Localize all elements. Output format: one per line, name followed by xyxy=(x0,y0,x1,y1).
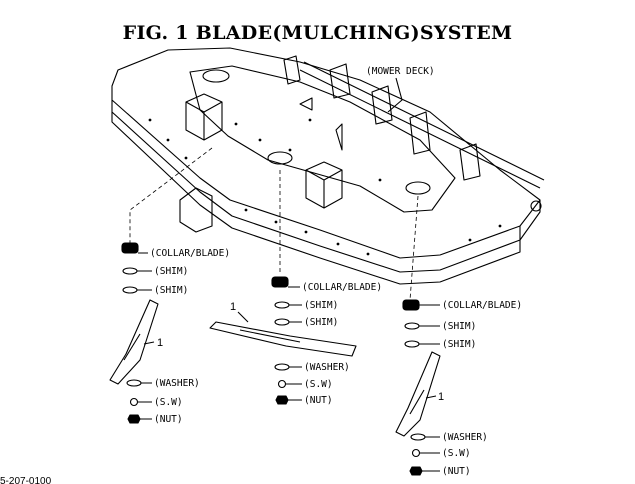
nut-label: (NUT) xyxy=(304,395,333,406)
blade-ref-number: 1 xyxy=(157,337,163,349)
mower-deck-label: (MOWER DECK) xyxy=(366,66,435,77)
collar-blade-label: (COLLAR/BLADE) xyxy=(302,282,382,293)
shim-label: (SHIM) xyxy=(154,266,188,277)
collar-blade-label: (COLLAR/BLADE) xyxy=(442,300,522,311)
assembly-1 xyxy=(109,242,159,424)
shim-label: (SHIM) xyxy=(304,300,338,311)
washer-label: (WASHER) xyxy=(154,378,200,389)
shim-label: (SHIM) xyxy=(442,321,476,332)
collar-blade-label: (COLLAR/BLADE) xyxy=(150,248,230,259)
nut-label: (NUT) xyxy=(442,466,471,477)
washer-label: (WASHER) xyxy=(442,432,488,443)
assembly-3 xyxy=(395,299,441,476)
shim-label: (SHIM) xyxy=(154,285,188,296)
assembly-2 xyxy=(209,276,357,405)
figure-title: FIG. 1 BLADE(MULCHING)SYSTEM xyxy=(122,22,513,44)
spring-washer-label: (S.W) xyxy=(154,397,183,408)
blade-ref-number: 1 xyxy=(438,391,444,403)
nut-label: (NUT) xyxy=(154,414,183,425)
footer-code: 5-207-0100 xyxy=(0,476,52,484)
blade-ref-number: 1 xyxy=(230,301,236,313)
washer-label: (WASHER) xyxy=(304,362,350,373)
shim-label: (SHIM) xyxy=(442,339,476,350)
center-lines xyxy=(129,147,419,301)
mower-deck xyxy=(111,47,545,285)
spring-washer-label: (S.W) xyxy=(304,379,333,390)
shim-label: (SHIM) xyxy=(304,317,338,328)
spring-washer-label: (S.W) xyxy=(442,448,471,459)
